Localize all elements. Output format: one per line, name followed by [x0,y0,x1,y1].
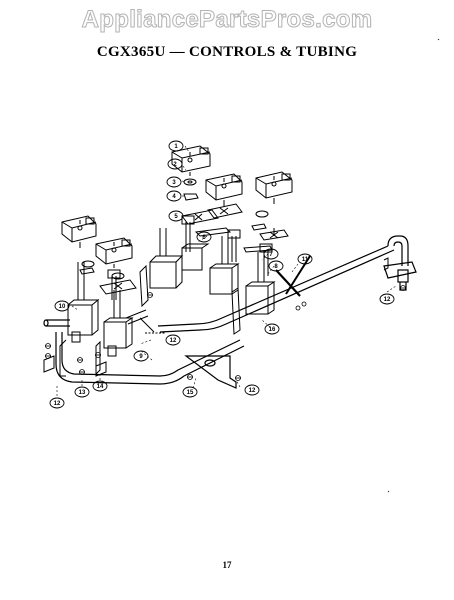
callout-10-label: 10 [59,304,66,310]
callout-12-bottom-left: 12 [49,397,65,409]
callout-15: 15 [182,386,198,398]
callout-11: 11 [297,253,313,265]
valve-plates [61,145,293,280]
callout-7: 7 [263,248,279,260]
callout-7-label: 7 [269,252,273,258]
callout-12d-label: 12 [384,297,391,303]
callout-9-label: 9 [139,354,143,360]
callout-16: 16 [264,323,280,335]
callout-14: 14 [92,380,108,392]
callout-14-label: 14 [97,384,104,390]
scan-specks [387,38,440,493]
callout-12c-label: 12 [249,388,256,394]
valve-assembly-middle [149,228,276,315]
callout-1-label: 1 [174,144,178,150]
callout-4-label: 4 [172,194,176,200]
callout-6-label: 6 [202,235,206,241]
callout-11-label: 11 [302,257,309,263]
callout-12-bracket: 12 [244,384,260,396]
callout-12-right: 12 [379,293,395,305]
callout-10: 10 [54,300,70,312]
screws-hardware [45,285,406,381]
mounting-brackets [43,257,389,377]
callout-12-left-valve: 12 [0,0,7,2]
page-number: 17 [222,560,232,570]
callout-3: 3 [166,176,182,188]
callouts: 1 2 3 4 5 6 7 8 9 10 11 12 13 14 15 16 1… [0,0,395,409]
callout-13: 13 [74,386,90,398]
callout-13-label: 13 [79,390,86,396]
valve-stems [107,215,275,300]
callout-1: 1 [168,140,184,152]
valve-assembly-left [67,262,134,357]
callout-3-label: 3 [172,180,176,186]
callout-2-label: 2 [173,162,177,168]
callout-6: 6 [196,231,212,243]
callout-16-label: 16 [269,327,276,333]
callout-15-label: 15 [187,390,194,396]
callout-2: 2 [167,158,183,170]
callout-9: 9 [133,350,149,362]
callout-12a-label: 12 [170,338,177,344]
callout-5: 5 [168,210,184,222]
page-title: CGX365U — CONTROLS & TUBING [96,44,358,60]
callout-12-valve: 12 [165,334,181,346]
watermark-logo: AppliancePartsPros.com [81,6,373,34]
callout-5-label: 5 [174,214,178,220]
callout-8-label: 8 [274,264,278,270]
igniter-switch-plates [99,203,289,295]
callout-12b-label: 12 [54,401,61,407]
burner-tubes [125,227,311,334]
callout-8: 8 [268,260,284,272]
manifold-tubing [43,235,417,389]
callout-4: 4 [166,190,182,202]
